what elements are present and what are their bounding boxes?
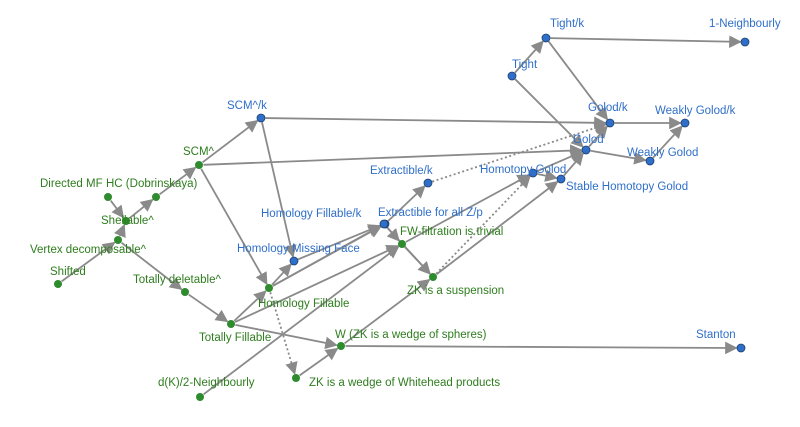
edge-totally_fillable-to-fw_filtration [234, 245, 400, 323]
edge-tight-to-tight_k [514, 40, 544, 74]
node-tight_k[interactable] [541, 33, 551, 43]
edge-zk_whitehead-to-w_wedge [299, 347, 339, 377]
label-totally_fillable: Totally Fillable [199, 332, 271, 344]
edge-totally_fillable-to-homology_fillable [233, 290, 267, 322]
edge-homology_missing_face-to-extractible_all [297, 224, 382, 261]
edge-homology_fillable_k-to-extractible_k [387, 185, 426, 222]
label-tight_k: Tight/k [550, 18, 584, 30]
edge-scm-to-homology_fillable [200, 168, 268, 286]
node-fw_filtration[interactable] [398, 240, 406, 248]
label-zk_suspension: ZK is a suspension [407, 285, 504, 297]
label-extractible_all: Extractible for all Z/p [378, 207, 483, 219]
node-zk_suspension[interactable] [429, 273, 437, 281]
label-shifted: Shifted [50, 266, 86, 278]
node-dk2_neighbourly[interactable] [196, 393, 204, 401]
node-homology_missing_face[interactable] [289, 256, 299, 266]
node-extractible_k[interactable] [423, 178, 433, 188]
node-scm_k[interactable] [256, 113, 266, 123]
edge-vertex_decomposable-to-shellable [114, 223, 126, 239]
edge-golod-to-weakly_golod [590, 149, 647, 165]
node-zk_whitehead[interactable] [292, 374, 300, 382]
node-scm[interactable] [195, 161, 203, 169]
edge-homotopy_golod-to-stable_homotopy_golod [537, 169, 558, 182]
node-shellable[interactable] [122, 217, 130, 225]
label-dk2_neighbourly: d(K)/2-Neighbourly [158, 377, 255, 389]
label-homology_fillable: Homology Fillable [258, 298, 349, 310]
label-hc: HC (Dobrinskaya) [106, 178, 198, 190]
node-extractible_all[interactable] [379, 219, 389, 229]
label-w_wedge: W (ZK is a wedge of spheres) [335, 329, 487, 341]
edge-totally_fillable-to-w_wedge [235, 324, 338, 350]
node-directed_mf[interactable] [104, 193, 112, 201]
label-shellable: Shellable^ [101, 215, 154, 227]
edge-shellable-to-hc [128, 199, 154, 219]
edge-zk_suspension-to-stable_homotopy_golod [436, 180, 559, 275]
edge-homology_fillable-to-extractible_all [272, 225, 382, 287]
label-extractible_k: Extractible/k [370, 165, 433, 177]
label-directed_mf: Directed MF [40, 178, 103, 190]
edge-directed_mf-to-shellable [109, 200, 125, 219]
label-homology_fillable_k: Homology Fillable/k [261, 208, 362, 220]
node-tight[interactable] [507, 71, 517, 81]
label-scm_k: SCM^/k [227, 100, 267, 112]
label-stanton: Stanton [696, 329, 736, 341]
node-stanton[interactable] [736, 343, 746, 353]
node-homotopy_golod[interactable] [528, 168, 538, 178]
label-zk_whitehead: ZK is a wedge of Whitehead products [309, 377, 500, 389]
label-homotopy_golod: Homotopy Golod [480, 164, 566, 176]
label-golod_k: Golod/k [588, 102, 628, 114]
node-totally_deletable[interactable] [181, 288, 189, 296]
edge-extractible_k-to-golod_k [431, 121, 607, 183]
edge-hc-to-scm [159, 166, 197, 196]
label-one_neighbourly: 1-Neighbourly [709, 18, 781, 30]
edge-tight-to-golod [514, 78, 584, 148]
label-homology_missing_face: Homology Missing Face [237, 243, 360, 255]
edge-stable_homotopy_golod-to-golod [563, 152, 584, 177]
label-golod: Golod [573, 134, 604, 146]
edge-tight_k-to-golod_k [547, 41, 609, 121]
nodes-layer [54, 33, 750, 401]
edge-scm-to-golod [203, 144, 583, 166]
edge-w_wedge-to-zk_suspension [344, 278, 431, 345]
node-golod_k[interactable] [605, 118, 615, 128]
edge-w_wedge-to-stanton [345, 341, 738, 355]
node-totally_fillable[interactable] [227, 320, 235, 328]
node-vertex_decomposable[interactable] [114, 236, 122, 244]
node-stable_homotopy_golod[interactable] [556, 174, 566, 184]
edges-layer [61, 35, 742, 396]
edge-fw_filtration-to-zk_suspension [404, 246, 431, 275]
label-weakly_golod_k: Weakly Golod/k [655, 105, 736, 117]
node-w_wedge[interactable] [337, 342, 345, 350]
edge-scm_k-to-homology_missing_face [261, 122, 297, 258]
edge-dk2_neighbourly-to-fw_filtration [203, 245, 400, 396]
node-one_neighbourly[interactable] [740, 37, 750, 47]
edge-homology_fillable-to-zk_whitehead [269, 292, 298, 375]
edge-homology_fillable-to-homology_missing_face [271, 263, 292, 286]
node-golod[interactable] [581, 145, 591, 155]
edge-shifted-to-vertex_decomposable [61, 241, 116, 283]
label-scm: SCM^ [183, 146, 215, 158]
edge-scm-to-scm_k [202, 119, 259, 163]
edge-fw_filtration-to-homotopy_golod [405, 174, 531, 243]
node-shifted[interactable] [54, 280, 62, 288]
edge-scm_k-to-golod_k [265, 116, 607, 130]
label-weakly_golod: Weakly Golod [627, 147, 698, 159]
edge-totally_deletable-to-totally_fillable [188, 293, 229, 323]
label-tight: Tight [512, 59, 538, 71]
node-weakly_golod_k[interactable] [680, 118, 690, 128]
label-stable_homotopy_golod: Stable Homotopy Golod [566, 181, 688, 193]
node-hc[interactable] [152, 193, 160, 201]
edge-weakly_golod-to-weakly_golod_k [652, 125, 683, 159]
label-totally_deletable: Totally deletable^ [133, 274, 221, 286]
node-weakly_golod[interactable] [645, 156, 655, 166]
edge-zk_suspension-to-homotopy_golod [435, 175, 531, 275]
label-fw_filtration: FW-filtration is trivial [400, 226, 503, 238]
edge-vertex_decomposable-to-totally_deletable [121, 242, 183, 291]
label-vertex_decomposable: Vertex decomposable^ [30, 244, 147, 256]
node-homology_fillable[interactable] [265, 284, 273, 292]
edge-tight_k-to-one_neighbourly [550, 35, 742, 48]
